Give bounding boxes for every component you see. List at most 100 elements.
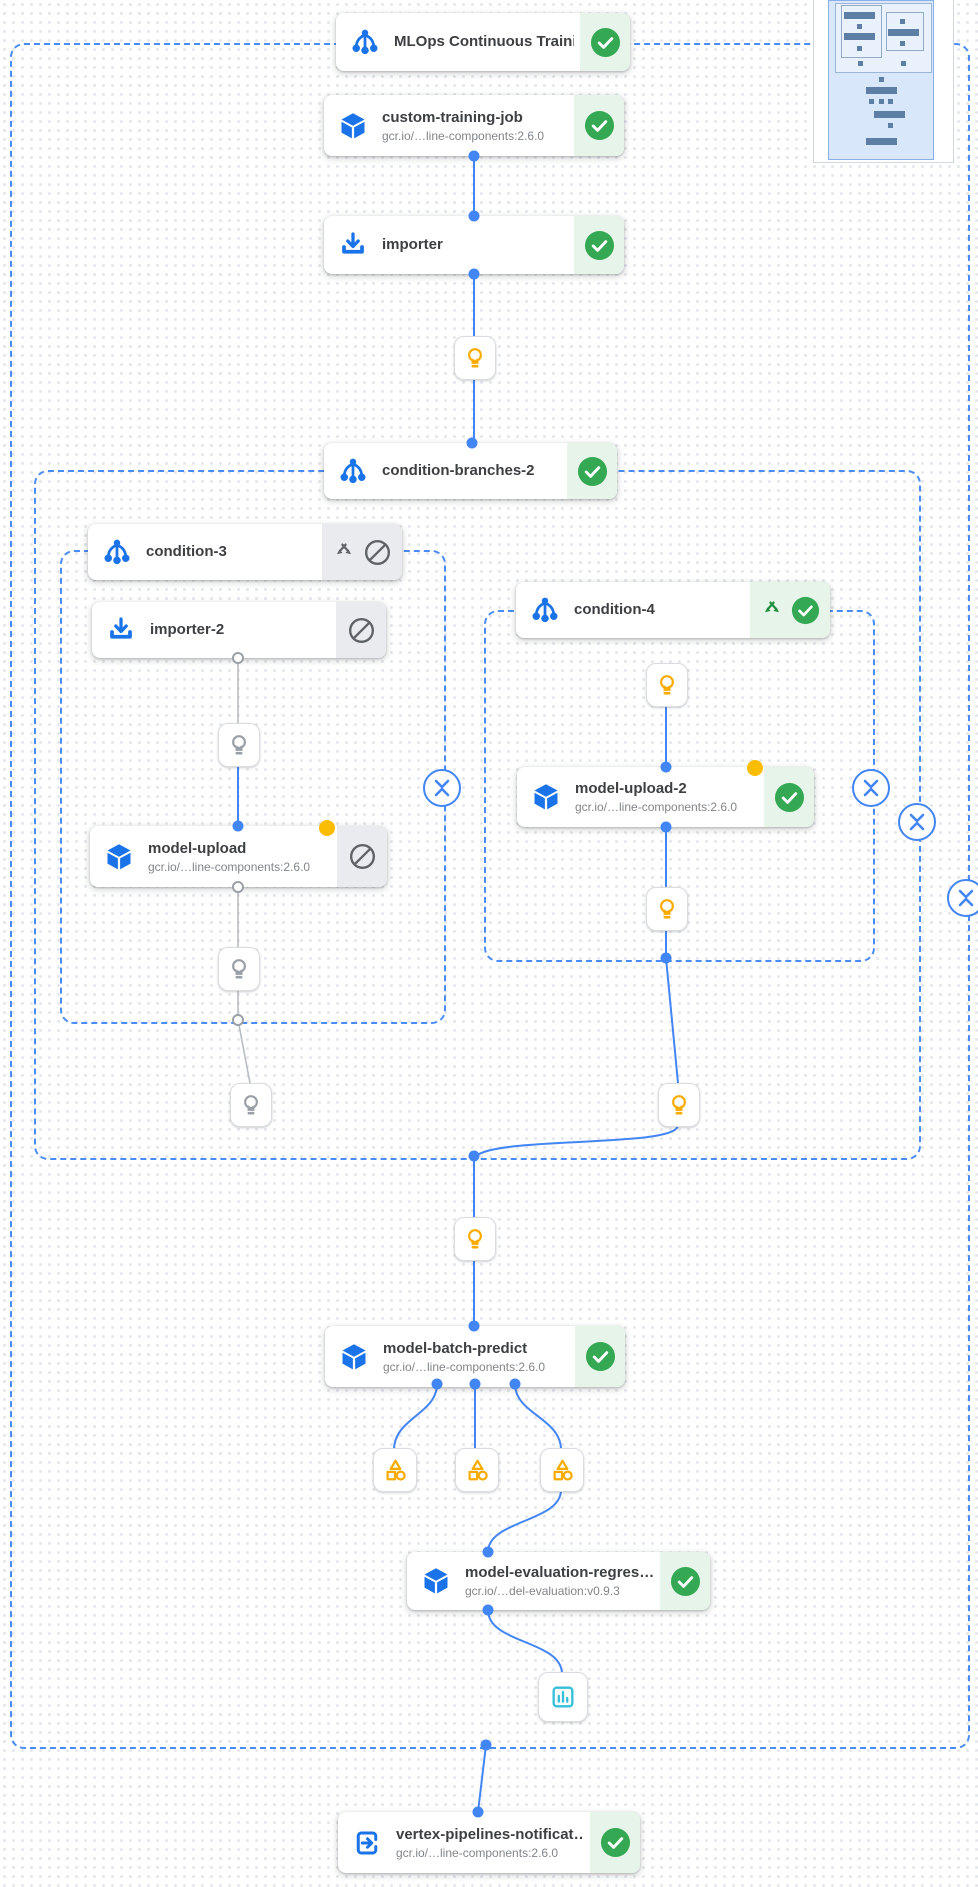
lightbulb-icon [232,959,246,979]
minimap-group [841,5,882,58]
parameter-node-skipped[interactable] [218,723,260,767]
branch-icon [88,537,146,567]
branch-icon [324,456,382,486]
node-title: model-upload [148,839,247,857]
collapse-button-condition-3[interactable] [423,769,461,807]
node-custom-training-job[interactable]: custom-training-job gcr.io/…line-compone… [324,95,624,156]
node-importer-2[interactable]: importer-2 [92,602,386,658]
branch-icon [336,27,394,57]
node-title: vertex-pipelines-notificat… [396,1825,584,1843]
check-circle-icon [584,110,614,141]
node-subtitle: gcr.io/…line-components:2.6.0 [382,128,545,143]
node-title: condition-branches-2 [382,462,535,479]
check-circle-icon [577,456,607,486]
parameter-node[interactable] [454,1217,496,1261]
node-title: MLOps Continuous Traini… [394,33,574,50]
metrics-icon [552,1686,574,1708]
check-circle-icon [585,1341,615,1372]
status-skipped [322,524,402,580]
node-condition-4[interactable]: condition-4 [516,582,830,638]
check-circle-icon [670,1566,700,1596]
parameter-node[interactable] [454,336,496,380]
check-circle-icon [774,782,804,812]
minimap-group [886,12,924,51]
node-title: condition-4 [574,601,655,618]
cube-icon [90,842,148,872]
node-title: condition-3 [146,543,227,560]
collapse-button-root-pipeline[interactable] [947,879,978,917]
lightbulb-icon [468,348,482,368]
minimap[interactable] [813,0,954,163]
node-subtitle: gcr.io/…line-components:2.6.0 [396,1845,559,1860]
slash-icon [349,843,375,870]
node-subtitle: gcr.io/…line-components:2.6.0 [383,1359,546,1374]
branch-icon [516,595,574,625]
status-succeeded [575,1326,625,1387]
status-succeeded [764,767,814,827]
fork-arrows-icon [337,543,351,555]
shapes-icon [553,1459,573,1481]
status-succeeded [567,443,617,499]
cube-icon [407,1566,465,1596]
node-model-upload[interactable]: model-upload gcr.io/…line-components:2.6… [90,826,387,887]
status-succeeded [590,1812,640,1873]
node-subtitle: gcr.io/…del-evaluation:v0.9.3 [465,1584,620,1598]
status-succeeded [580,13,630,71]
status-succeeded [660,1552,710,1610]
node-model-upload-2[interactable]: model-upload-2 gcr.io/…line-components:2… [517,767,814,827]
collapse-chevrons-icon [863,779,879,797]
lightbulb-icon [672,1095,686,1115]
check-circle-icon [590,27,620,57]
check-circle-icon [791,596,820,624]
minimap-viewport [828,0,934,160]
status-succeeded [574,95,624,156]
status-succeeded [750,582,830,638]
lightbulb-icon [232,735,246,755]
lightbulb-icon [468,1229,482,1249]
node-importer[interactable]: importer [324,216,624,274]
lightbulb-icon [244,1095,258,1115]
node-title: importer [382,236,443,253]
status-skipped [336,602,386,658]
collapse-button-condition-branches-2[interactable] [898,803,936,841]
node-title: model-upload-2 [575,780,687,797]
cube-icon [324,111,382,141]
check-circle-icon [584,230,614,260]
node-title: model-evaluation-regres… [465,1564,654,1581]
node-vertex-pipelines-notification[interactable]: vertex-pipelines-notificat… gcr.io/…line… [338,1812,640,1873]
check-circle-icon [600,1827,630,1858]
artifact-node[interactable] [540,1448,584,1492]
node-subtitle: gcr.io/…line-components:2.6.0 [148,859,311,874]
fork-arrows-icon [765,601,779,613]
node-title: model-batch-predict [383,1339,528,1357]
node-model-batch-predict[interactable]: model-batch-predict gcr.io/…line-compone… [325,1326,625,1387]
lightbulb-icon [660,675,674,695]
node-subtitle: gcr.io/…line-components:2.6.0 [575,800,738,814]
collapse-chevrons-icon [434,779,450,797]
parameter-node-skipped[interactable] [230,1083,272,1127]
shapes-icon [386,1459,406,1481]
node-title: custom-training-job [382,108,523,126]
node-mlops-continuous-training[interactable]: MLOps Continuous Traini… [336,13,630,71]
download-icon [92,615,150,645]
exit-icon [338,1828,396,1858]
slash-icon [348,617,374,643]
download-icon [324,230,382,260]
node-condition-3[interactable]: condition-3 [88,524,402,580]
metrics-artifact-node[interactable] [538,1672,588,1722]
artifact-node[interactable] [373,1448,417,1492]
collapse-button-condition-4[interactable] [852,769,890,807]
artifact-node[interactable] [455,1448,499,1492]
node-condition-branches-2[interactable]: condition-branches-2 [324,443,617,499]
parameter-node[interactable] [646,663,688,707]
cube-icon [325,1342,383,1372]
status-succeeded [574,216,624,274]
status-skipped [337,826,387,887]
shapes-icon [468,1459,488,1481]
parameter-node[interactable] [658,1083,700,1127]
lightbulb-icon [660,899,674,919]
node-model-evaluation-regression[interactable]: model-evaluation-regres… gcr.io/…del-eva… [407,1552,710,1610]
parameter-node-skipped[interactable] [218,947,260,991]
parameter-node[interactable] [646,887,688,931]
